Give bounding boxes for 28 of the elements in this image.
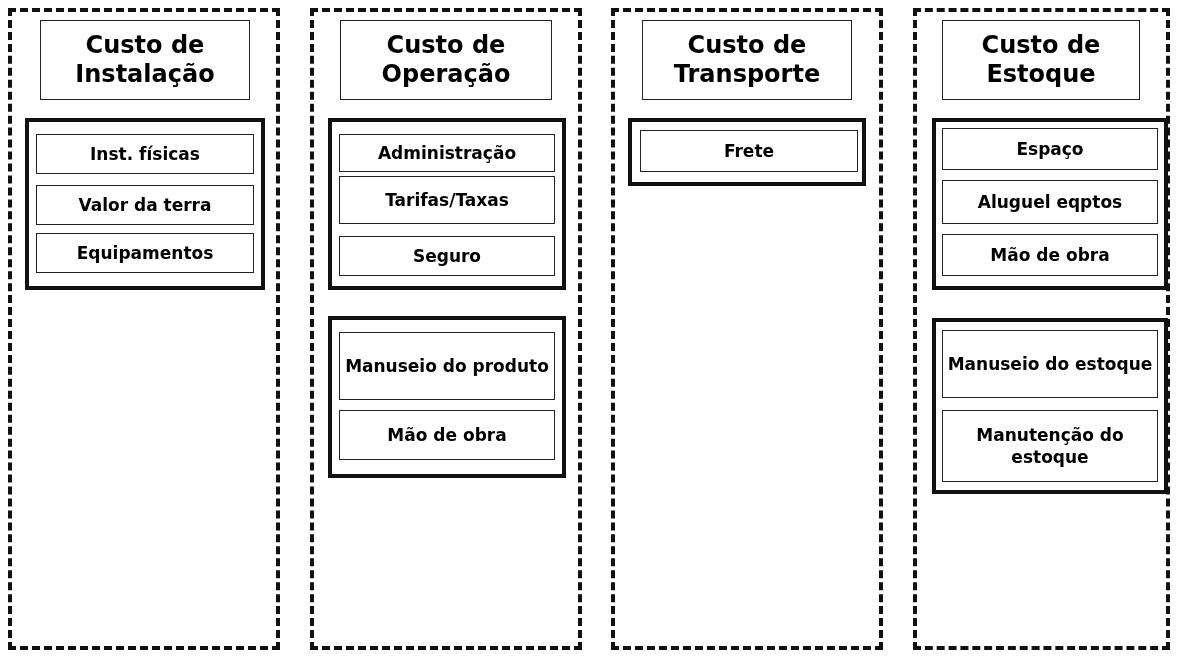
group-frame — [328, 316, 566, 478]
cost-item: Aluguel eqptos — [942, 180, 1158, 224]
dashed-column — [611, 8, 883, 650]
cost-item: Seguro — [339, 236, 555, 276]
group-frame — [932, 118, 1168, 290]
cost-item: Tarifas/Taxas — [339, 176, 555, 224]
category-header: Custo de Transporte — [642, 20, 852, 100]
cost-item: Manuseio do produto — [339, 332, 555, 400]
dashed-column — [310, 8, 582, 650]
group-frame — [932, 318, 1168, 494]
cost-item: Inst. físicas — [36, 134, 254, 174]
cost-item: Administração — [339, 134, 555, 172]
cost-item: Manutenção do estoque — [942, 410, 1158, 482]
dashed-column — [8, 8, 280, 650]
cost-item: Manuseio do estoque — [942, 330, 1158, 398]
group-frame — [25, 118, 265, 290]
category-header: Custo de Estoque — [942, 20, 1140, 100]
cost-item: Mão de obra — [942, 234, 1158, 276]
category-header: Custo de Instalação — [40, 20, 250, 100]
cost-item: Equipamentos — [36, 233, 254, 273]
cost-item: Espaço — [942, 128, 1158, 170]
cost-item: Frete — [640, 130, 858, 172]
cost-item: Valor da terra — [36, 185, 254, 225]
group-frame — [328, 118, 566, 290]
group-frame — [628, 118, 866, 186]
cost-item: Mão de obra — [339, 410, 555, 460]
category-header: Custo de Operação — [340, 20, 552, 100]
dashed-column — [913, 8, 1170, 650]
